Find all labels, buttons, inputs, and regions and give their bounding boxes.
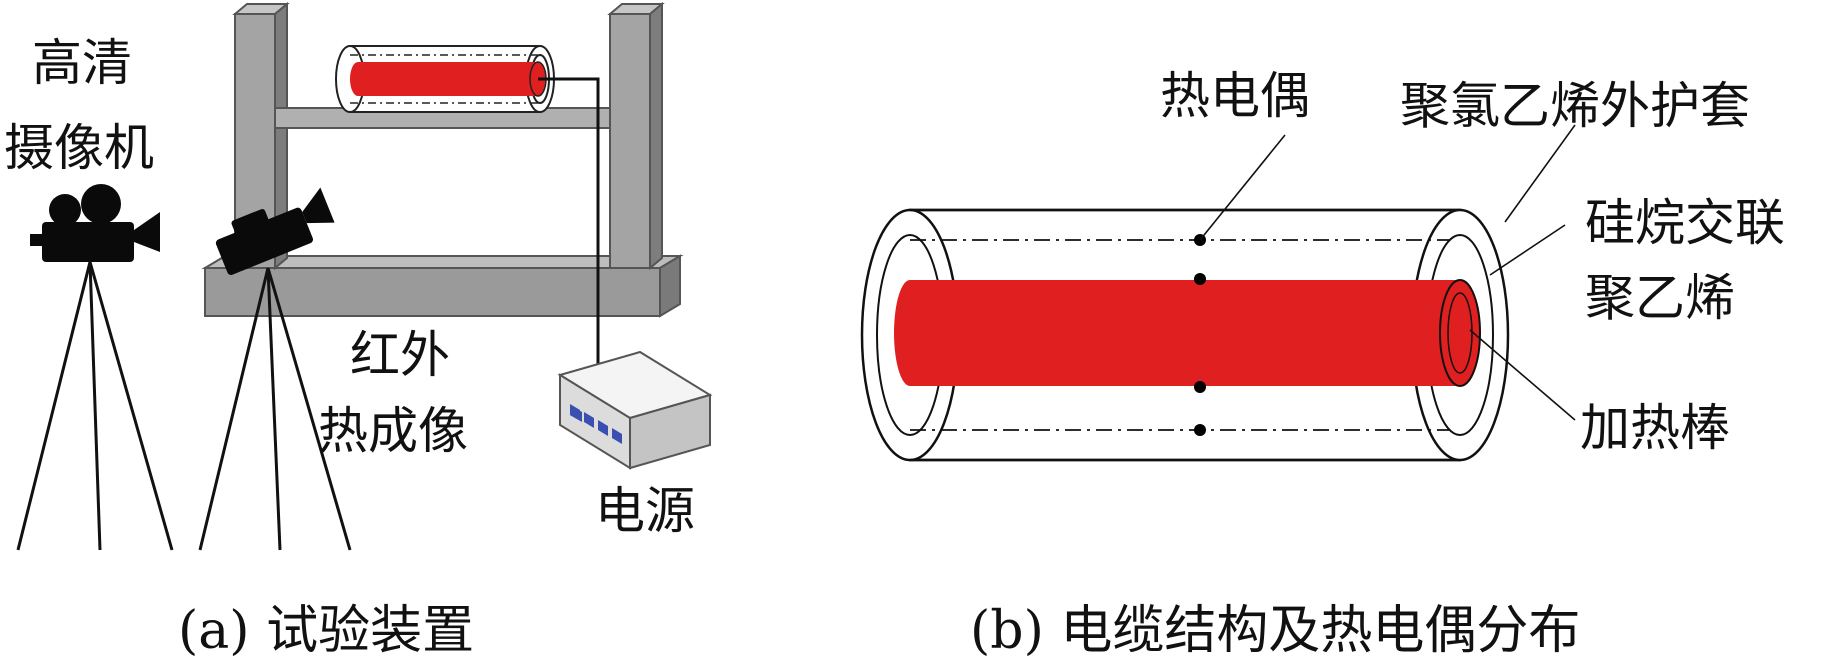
panel-b-caption: (b) 电缆结构及热电偶分布 (970, 601, 1580, 661)
video-camera-icon (215, 187, 335, 275)
video-camera-icon (30, 184, 160, 262)
power-supply-icon (557, 350, 713, 470)
ir-camera-tripod (198, 187, 352, 551)
pvc-sheath-label: 聚氯乙烯外护套 (1400, 77, 1750, 135)
panel-b-cable-structure: 热电偶 聚氯乙烯外护套 硅烷交联 聚乙烯 加热棒 (b) 电缆结构及热电偶分布 (860, 67, 1785, 661)
hd-camera-label-line1: 高清 (32, 34, 132, 92)
panel-a-caption: (a) 试验装置 (178, 601, 474, 661)
tripod-icon (16, 261, 174, 551)
power-supply-label: 电源 (595, 482, 695, 540)
xlpe-label-line2: 聚乙烯 (1585, 269, 1735, 327)
hd-camera-label-line2: 摄像机 (4, 119, 154, 177)
power-lead-wire (538, 77, 600, 370)
heating-rod-label: 加热棒 (1580, 399, 1730, 457)
thermocouple-label: 热电偶 (1160, 67, 1310, 125)
ir-camera-label-line2: 热成像 (318, 402, 468, 460)
heating-rod (910, 280, 1460, 386)
hd-camera-tripod (16, 184, 174, 551)
leader-lines (1199, 124, 1576, 421)
panel-a-test-setup: 电源 高清 摄像机 (4, 1, 713, 661)
ir-camera-label-line1: 红外 (350, 326, 450, 384)
tripod-icon (198, 267, 352, 551)
xlpe-label-line1: 硅烷交联 (1585, 194, 1785, 252)
cable-sample-small (335, 45, 555, 113)
